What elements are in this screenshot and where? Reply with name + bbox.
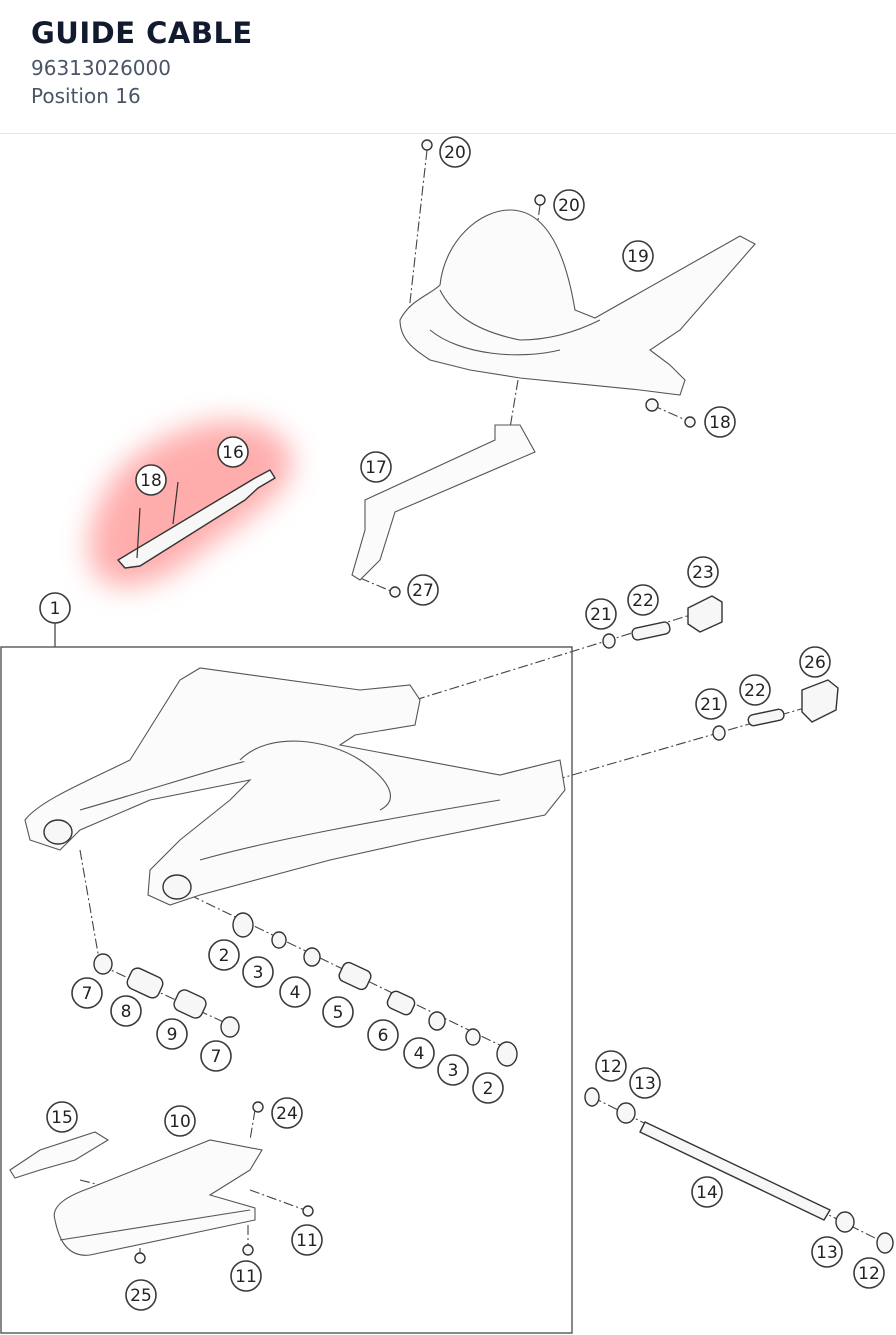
callout-label: 4 <box>290 983 301 1003</box>
callout-12[interactable]: 12 <box>595 1050 627 1082</box>
callout-label: 10 <box>169 1112 191 1132</box>
callout-label: 20 <box>558 196 580 216</box>
callout-label: 2 <box>219 946 230 966</box>
callout-20[interactable]: 20 <box>439 136 471 168</box>
callout-4[interactable]: 4 <box>279 976 311 1008</box>
callout-2[interactable]: 2 <box>208 939 240 971</box>
callout-label: 24 <box>276 1104 298 1124</box>
callout-13[interactable]: 13 <box>629 1067 661 1099</box>
callout-2[interactable]: 2 <box>472 1072 504 1104</box>
callout-10[interactable]: 10 <box>164 1105 196 1137</box>
callout-label: 17 <box>365 458 387 478</box>
callout-3[interactable]: 3 <box>437 1054 469 1086</box>
callout-25[interactable]: 25 <box>125 1279 157 1311</box>
swingarm-part <box>24 667 566 906</box>
callout-label: 7 <box>82 984 93 1004</box>
callout-27[interactable]: 27 <box>407 574 439 606</box>
swingarm-bearings <box>93 912 518 1067</box>
callout-label: 1 <box>50 599 61 619</box>
callout-label: 11 <box>296 1231 318 1251</box>
callout-label: 9 <box>167 1025 178 1045</box>
callout-label: 22 <box>632 591 654 611</box>
callout-label: 20 <box>444 143 466 163</box>
callout-7[interactable]: 7 <box>71 977 103 1009</box>
callout-label: 18 <box>709 413 731 433</box>
callout-label: 23 <box>692 563 714 583</box>
callout-11[interactable]: 11 <box>291 1224 323 1256</box>
callout-label: 13 <box>816 1243 838 1263</box>
callout-label: 3 <box>448 1061 459 1081</box>
part-position: Position 16 <box>31 84 141 108</box>
callout-4[interactable]: 4 <box>403 1037 435 1069</box>
callout-label: 18 <box>140 471 162 491</box>
fasteners <box>134 139 696 1264</box>
callout-label: 21 <box>590 605 612 625</box>
callout-19[interactable]: 19 <box>622 240 654 272</box>
callout-label: 27 <box>412 581 434 601</box>
callout-label: 22 <box>744 681 766 701</box>
callout-label: 26 <box>804 653 826 673</box>
callout-label: 6 <box>378 1026 389 1046</box>
part-title: GUIDE CABLE <box>31 16 253 50</box>
callout-11[interactable]: 11 <box>230 1260 262 1292</box>
guide-cable-part[interactable] <box>117 469 276 569</box>
callout-label: 7 <box>211 1047 222 1067</box>
callout-label: 12 <box>600 1057 622 1077</box>
callout-21[interactable]: 21 <box>585 598 617 630</box>
callout-20[interactable]: 20 <box>553 189 585 221</box>
callout-9[interactable]: 9 <box>156 1018 188 1050</box>
chain-slider-part <box>53 1139 263 1256</box>
callout-label: 25 <box>130 1286 152 1306</box>
chain-guard-small-part <box>9 1131 110 1179</box>
callout-label: 12 <box>858 1264 880 1284</box>
swingarm-assembly-frame <box>0 646 573 1334</box>
callout-label: 15 <box>51 1108 73 1128</box>
callout-5[interactable]: 5 <box>322 996 354 1028</box>
callout-label: 8 <box>121 1002 132 1022</box>
callout-18[interactable]: 18 <box>704 406 736 438</box>
callout-13[interactable]: 13 <box>811 1236 843 1268</box>
callout-label: 3 <box>253 963 264 983</box>
callout-label: 4 <box>414 1044 425 1064</box>
part-number: 96313026000 <box>31 56 171 80</box>
callout-label: 13 <box>634 1074 656 1094</box>
callout-label: 21 <box>700 695 722 715</box>
callout-label: 11 <box>235 1267 257 1287</box>
callout-22[interactable]: 22 <box>627 584 659 616</box>
callout-1[interactable]: 1 <box>39 592 71 624</box>
callout-label: 2 <box>483 1079 494 1099</box>
callout-26[interactable]: 26 <box>799 646 831 678</box>
callout-label: 16 <box>222 443 244 463</box>
callout-15[interactable]: 15 <box>46 1101 78 1133</box>
callout-label: 5 <box>333 1003 344 1023</box>
callout-7[interactable]: 7 <box>200 1040 232 1072</box>
callout-6[interactable]: 6 <box>367 1019 399 1051</box>
callouts: 2020191817161827232221262221123456432789… <box>39 136 885 1311</box>
callout-label: 19 <box>627 247 649 267</box>
callout-12[interactable]: 12 <box>853 1257 885 1289</box>
chain-adjuster-upper <box>602 595 723 649</box>
callout-label: 14 <box>696 1183 718 1203</box>
callout-17[interactable]: 17 <box>360 451 392 483</box>
callout-8[interactable]: 8 <box>110 995 142 1027</box>
callout-3[interactable]: 3 <box>242 956 274 988</box>
part-header: GUIDE CABLE 96313026000 Position 16 <box>0 0 896 134</box>
callout-18[interactable]: 18 <box>135 464 167 496</box>
callout-24[interactable]: 24 <box>271 1097 303 1129</box>
callout-21[interactable]: 21 <box>695 688 727 720</box>
bracket-part <box>351 424 536 581</box>
callout-23[interactable]: 23 <box>687 556 719 588</box>
exploded-parts-diagram: 2020191817161827232221262221123456432789… <box>0 136 894 1334</box>
callout-16[interactable]: 16 <box>217 436 249 468</box>
swingarm-axle <box>584 1087 894 1254</box>
callout-14[interactable]: 14 <box>691 1176 723 1208</box>
callout-22[interactable]: 22 <box>739 674 771 706</box>
chain-adjuster-lower <box>712 679 839 741</box>
